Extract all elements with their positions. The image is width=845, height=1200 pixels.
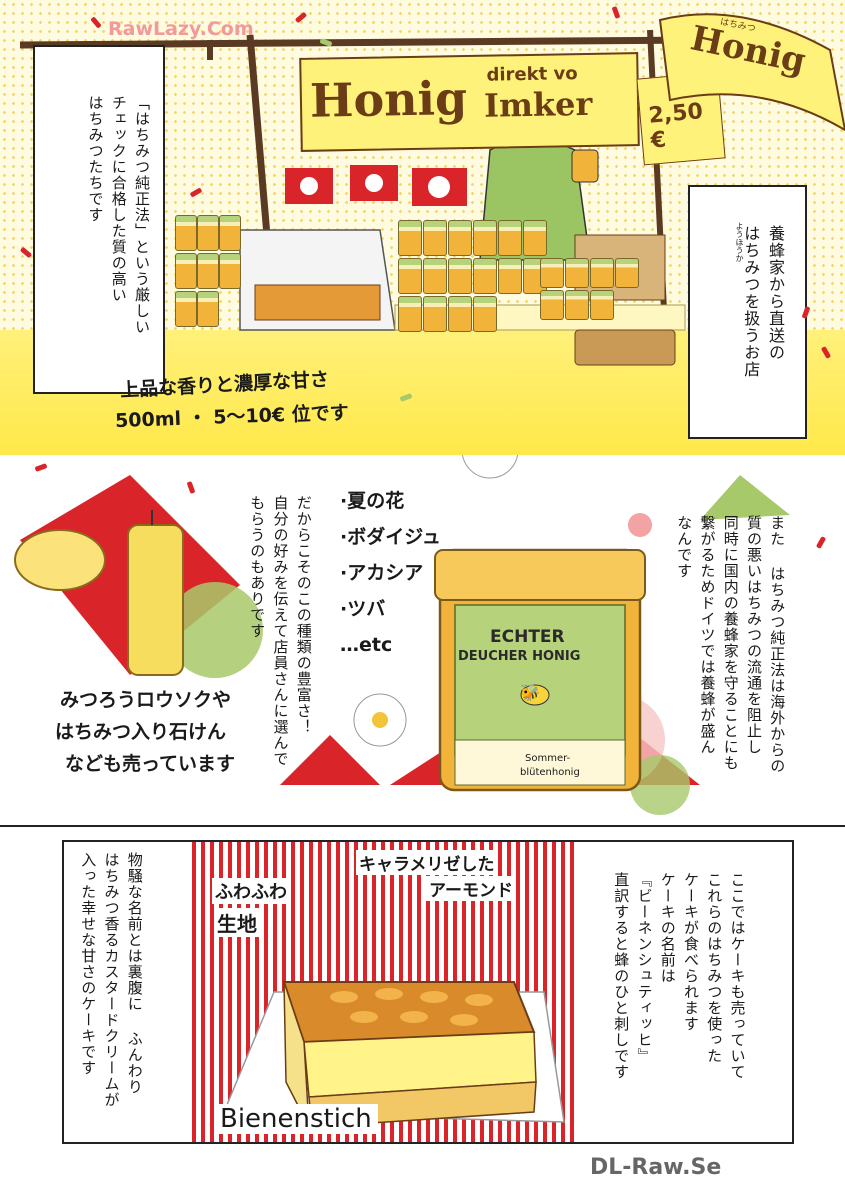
note-candles: みつろうロウソクや [60, 689, 232, 711]
label-dough: 生地 [214, 908, 260, 937]
flower-list: ·夏の花 ·ボダイジュ ·アカシア ·ツバ …etc [340, 483, 450, 663]
panel-bienenstich: キャラメリゼした アーモンド ふわふわ 生地 Bienenstich 物騒な名前… [62, 840, 794, 1144]
flower-list-item: ·アカシア [340, 562, 424, 584]
flower-list-item: ·ツバ [340, 598, 386, 620]
jar-stack-right [540, 258, 660, 320]
caption-text-middle: だからこそのこの種類の豊富さ！ 自分の好みを伝えて店員さんに選んで もらうのもあ… [248, 495, 313, 767]
panel2-background [14, 455, 790, 815]
caption-text-cake-left: 物騒な名前とは裏腹に ふんわり はちみつ香るカスタードクリームが 入った幸せな甘… [79, 852, 144, 1108]
flower-list-item: …etc [340, 634, 393, 656]
cake-illustration [222, 981, 565, 1128]
honig-ribbon [658, 13, 845, 132]
jar-stack-center [398, 220, 573, 332]
label-fluffy: ふわふわ [212, 878, 290, 904]
caption-text-right-2: また はちみつ純正法は海外からの 質の悪いはちみつの流通を阻止し 同時に国内の養… [675, 515, 787, 774]
jar-label-2: DEUCHER HONIG [458, 649, 581, 664]
jar-label-3: Sommer- [525, 753, 571, 764]
jar-label-4: blütenhonig [520, 767, 580, 778]
panel-honey-products: ECHTER DEUCHER HONIG Sommer- blütenhonig… [0, 455, 845, 825]
jar-label-1: ECHTER [490, 627, 565, 647]
caption-ruby-right: ようほうか [735, 222, 744, 262]
label-caramelized: キャラメリゼした [356, 850, 498, 875]
caption-box-right: ようほうか 養蜂家から直送の はちみつを扱うお店 [688, 185, 807, 439]
caption-box-left: 「はちみつ純正法」という厳しい チェックに合格した質の高い はちみつたちです [33, 45, 165, 394]
bee-icon: 🐝 [520, 683, 540, 702]
note-also-sold: なども売っています [65, 753, 236, 775]
panel-honey-stall: Honig direkt vo Imker 2,50 € Honig はちみつ … [0, 0, 845, 455]
honig-banner: Honig direkt vo Imker [299, 52, 640, 152]
watermark-top: RawLazy.Com [108, 18, 254, 40]
label-almond: アーモンド [426, 876, 516, 901]
watermark-bottom: DL-Raw.Se [590, 1155, 722, 1180]
panel-divider [0, 825, 845, 827]
flower-list-item: ·ボダイジュ [340, 526, 441, 548]
caption-text-right: 養蜂家から直送の はちみつを扱うお店 [741, 225, 785, 378]
caption-text-left: 「はちみつ純正法」という厳しい チェックに合格した質の高い はちみつたちです [86, 95, 152, 335]
jar-stack-left [175, 215, 245, 327]
banner-sub-text-2: Imker [483, 84, 593, 125]
flower-list-item: ·夏の花 [340, 490, 405, 512]
caption-text-cake-right: ここではケーキも売っていて これらのはちみつを使った ケーキが食べられます ケー… [612, 872, 747, 1080]
cake-name: Bienenstich [214, 1104, 378, 1134]
banner-main-text: Honig [309, 71, 468, 128]
banner-sub-text-1: direkt vo [486, 63, 578, 86]
note-soap: はちみつ入り石けん [55, 721, 227, 743]
